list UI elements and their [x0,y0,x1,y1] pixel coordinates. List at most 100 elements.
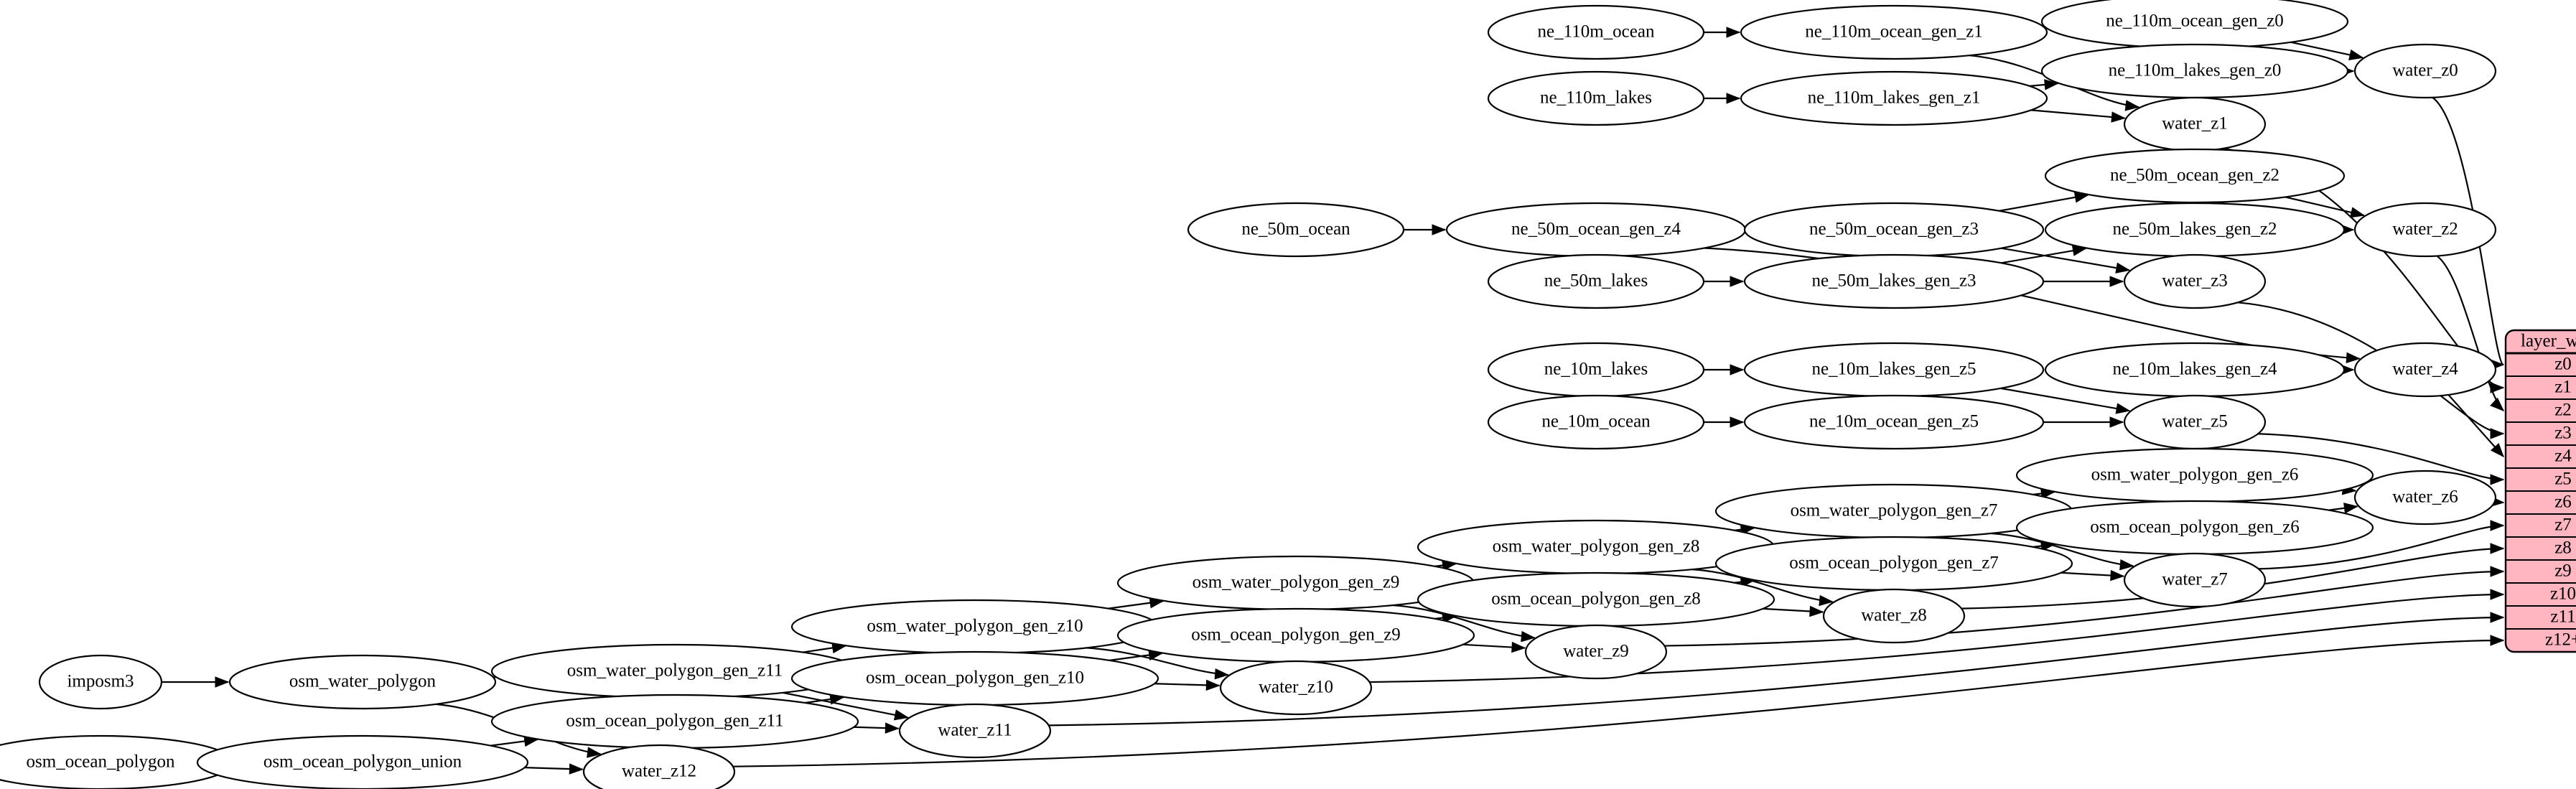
edge-arrowhead [2119,559,2134,571]
graph-node-ne_50m_lakes_gen_z3[interactable]: ne_50m_lakes_gen_z3 [1743,253,2045,309]
edge-arrowhead [1726,93,1741,104]
edge-arrowhead [2343,503,2358,514]
record-node-layer: layer_waterz0z1z2z3z4z5z6z7z8z9z10z11z12… [2504,329,2576,653]
graph-node-osm_water_polygon_gen_z7[interactable]: osm_water_polygon_gen_z7 [1714,483,2073,539]
node-ellipse [1524,624,1668,680]
graph-node-ne_50m_lakes[interactable]: ne_50m_lakes [1487,253,1705,309]
node-ellipse [1822,588,1966,644]
graph-node-osm_ocean_polygon_gen_z6[interactable]: osm_ocean_polygon_gen_z6 [2015,500,2374,556]
edge-arrowhead [2110,569,2125,582]
graph-node-osm_water_polygon[interactable]: osm_water_polygon [228,654,497,710]
graph-node-ne_110m_lakes_gen_z1[interactable]: ne_110m_lakes_gen_z1 [1740,70,2048,126]
graph-node-imposm3[interactable]: imposm3 [38,654,163,710]
record-node-layer-water[interactable]: layer_waterz0z1z2z3z4z5z6z7z8z9z10z11z12… [2504,329,2576,653]
graph-node-ne_10m_ocean_gen_z5[interactable]: ne_10m_ocean_gen_z5 [1743,394,2045,450]
node-ellipse [1487,253,1705,309]
node-label: ne_110m_ocean_gen_z1 [1805,22,1983,42]
node-layer: ne_110m_ocean ne_110m_ocean_gen_z1 ne_110m… [0,0,2497,789]
node-ellipse [196,734,529,789]
record-row-z10[interactable]: z10 [2550,584,2576,604]
node-label: ne_110m_lakes_gen_z1 [1808,88,1981,108]
node-label: osm_ocean_polygon_union [263,752,462,772]
node-label: ne_10m_lakes_gen_z4 [2112,360,2277,379]
record-row-z7[interactable]: z7 [2554,515,2572,535]
graph-node-osm_water_polygon_gen_z10[interactable]: osm_water_polygon_gen_z10 [790,599,1159,655]
graph-edge-ne_50m_ocean_gen_z2-to-water_z2 [2285,196,2364,217]
graph-node-water_z2[interactable]: water_z2 [2353,202,2497,258]
graph-node-ne_50m_ocean_gen_z2[interactable]: ne_50m_ocean_gen_z2 [2044,148,2346,204]
record-row-z5[interactable]: z5 [2554,470,2572,489]
node-ellipse [1219,660,1373,716]
record-row-z4[interactable]: z4 [2554,447,2572,466]
edge-arrowhead [1730,416,1745,428]
graph-node-water_z9[interactable]: water_z9 [1524,624,1668,680]
graph-node-osm_ocean_polygon_gen_z11[interactable]: osm_ocean_polygon_gen_z11 [490,694,859,750]
node-ellipse [2123,552,2267,608]
graph-node-osm_water_polygon_gen_z11[interactable]: osm_water_polygon_gen_z11 [490,643,859,699]
graph-node-ne_50m_ocean_gen_z4[interactable]: ne_50m_ocean_gen_z4 [1445,202,1747,258]
record-row-z11[interactable]: z11 [2550,607,2575,627]
node-label: ne_10m_ocean [1541,412,1651,431]
graph-edge-ne_10m_lakes_gen_z5-to-water_z5 [2000,387,2130,412]
graph-node-water_z3[interactable]: water_z3 [2123,253,2267,309]
graph-node-water_z10[interactable]: water_z10 [1219,660,1373,716]
node-ellipse [2353,43,2497,99]
graph-node-ne_110m_ocean_gen_z1[interactable]: ne_110m_ocean_gen_z1 [1740,4,2048,60]
node-label: water_z8 [1861,606,1927,625]
graph-node-ne_110m_lakes_gen_z0[interactable]: ne_110m_lakes_gen_z0 [2040,43,2349,99]
edge-arrowhead [2490,397,2505,411]
record-row-z3[interactable]: z3 [2554,424,2572,443]
graph-node-ne_10m_lakes_gen_z4[interactable]: ne_10m_lakes_gen_z4 [2044,342,2346,398]
graph-node-ne_10m_ocean[interactable]: ne_10m_ocean [1487,394,1705,450]
node-label: osm_water_polygon_gen_z7 [1791,501,1998,520]
graph-node-osm_ocean_polygon_gen_z10[interactable]: osm_ocean_polygon_gen_z10 [790,650,1159,706]
graph-node-water_z7[interactable]: water_z7 [2123,552,2267,608]
graph-node-ne_50m_ocean[interactable]: ne_50m_ocean [1187,202,1405,258]
graph-node-osm_water_polygon_gen_z9[interactable]: osm_water_polygon_gen_z9 [1116,555,1475,611]
node-label: ne_50m_ocean_gen_z2 [2110,166,2279,185]
node-label: ne_110m_ocean_gen_z0 [2106,11,2284,31]
graph-node-osm_ocean_polygon_gen_z8[interactable]: osm_ocean_polygon_gen_z8 [1417,571,1775,627]
node-label: water_z10 [1259,678,1333,697]
graph-edge-ne_50m_ocean_gen_z3-to-water_z3 [2001,247,2130,271]
node-label: ne_110m_lakes [1540,88,1652,108]
edge-arrowhead [569,763,584,775]
node-label: ne_50m_ocean_gen_z3 [1809,220,1979,239]
edge-arrowhead [2490,566,2505,577]
record-row-z6[interactable]: z6 [2554,492,2572,512]
graph-node-ne_110m_lakes[interactable]: ne_110m_lakes [1487,70,1705,126]
edge-arrowhead [2111,111,2126,123]
graph-node-osm_ocean_polygon_gen_z9[interactable]: osm_ocean_polygon_gen_z9 [1116,607,1475,663]
graph-node-water_z5[interactable]: water_z5 [2123,394,2267,450]
record-row-z9[interactable]: z9 [2554,561,2572,581]
record-row-z12+[interactable]: z12+ [2545,630,2576,650]
graph-node-water_z12[interactable]: water_z12 [582,744,736,789]
graph-node-osm_ocean_polygon_gen_z7[interactable]: osm_ocean_polygon_gen_z7 [1714,536,2073,592]
record-row-z1[interactable]: z1 [2554,378,2572,397]
node-label: water_z6 [2392,487,2458,507]
record-row-z8[interactable]: z8 [2554,538,2572,558]
graph-node-ne_10m_lakes[interactable]: ne_10m_lakes [1487,342,1705,398]
graph-node-water_z1[interactable]: water_z1 [2123,96,2267,152]
graph-node-ne_10m_lakes_gen_z5[interactable]: ne_10m_lakes_gen_z5 [1743,342,2045,398]
edge-arrowhead [2490,635,2505,646]
record-row-z0[interactable]: z0 [2554,355,2572,374]
record-row-z2[interactable]: z2 [2554,401,2572,420]
node-label: ne_50m_ocean [1241,220,1350,239]
graph-node-ne_50m_lakes_gen_z2[interactable]: ne_50m_lakes_gen_z2 [2044,202,2346,258]
node-label: osm_ocean_polygon_gen_z8 [1491,589,1701,609]
graph-node-water_z11[interactable]: water_z11 [898,703,1052,759]
node-label: osm_water_polygon [289,672,437,691]
edge-arrowhead [1726,27,1741,38]
graph-node-water_z6[interactable]: water_z6 [2353,470,2497,526]
graph-node-ne_110m_ocean[interactable]: ne_110m_ocean [1487,4,1705,60]
graph-node-water_z4[interactable]: water_z4 [2353,342,2497,398]
graph-node-water_z0[interactable]: water_z0 [2353,43,2497,99]
graph-node-water_z8[interactable]: water_z8 [1822,588,1966,644]
node-ellipse [1487,4,1705,60]
graph-node-ne_110m_ocean_gen_z0[interactable]: ne_110m_ocean_gen_z0 [2040,0,2349,50]
graph-node-ne_50m_ocean_gen_z3[interactable]: ne_50m_ocean_gen_z3 [1743,202,2045,258]
graph-node-osm_ocean_polygon_union[interactable]: osm_ocean_polygon_union [196,734,529,789]
graph-node-osm_water_polygon_gen_z6[interactable]: osm_water_polygon_gen_z6 [2015,447,2374,503]
